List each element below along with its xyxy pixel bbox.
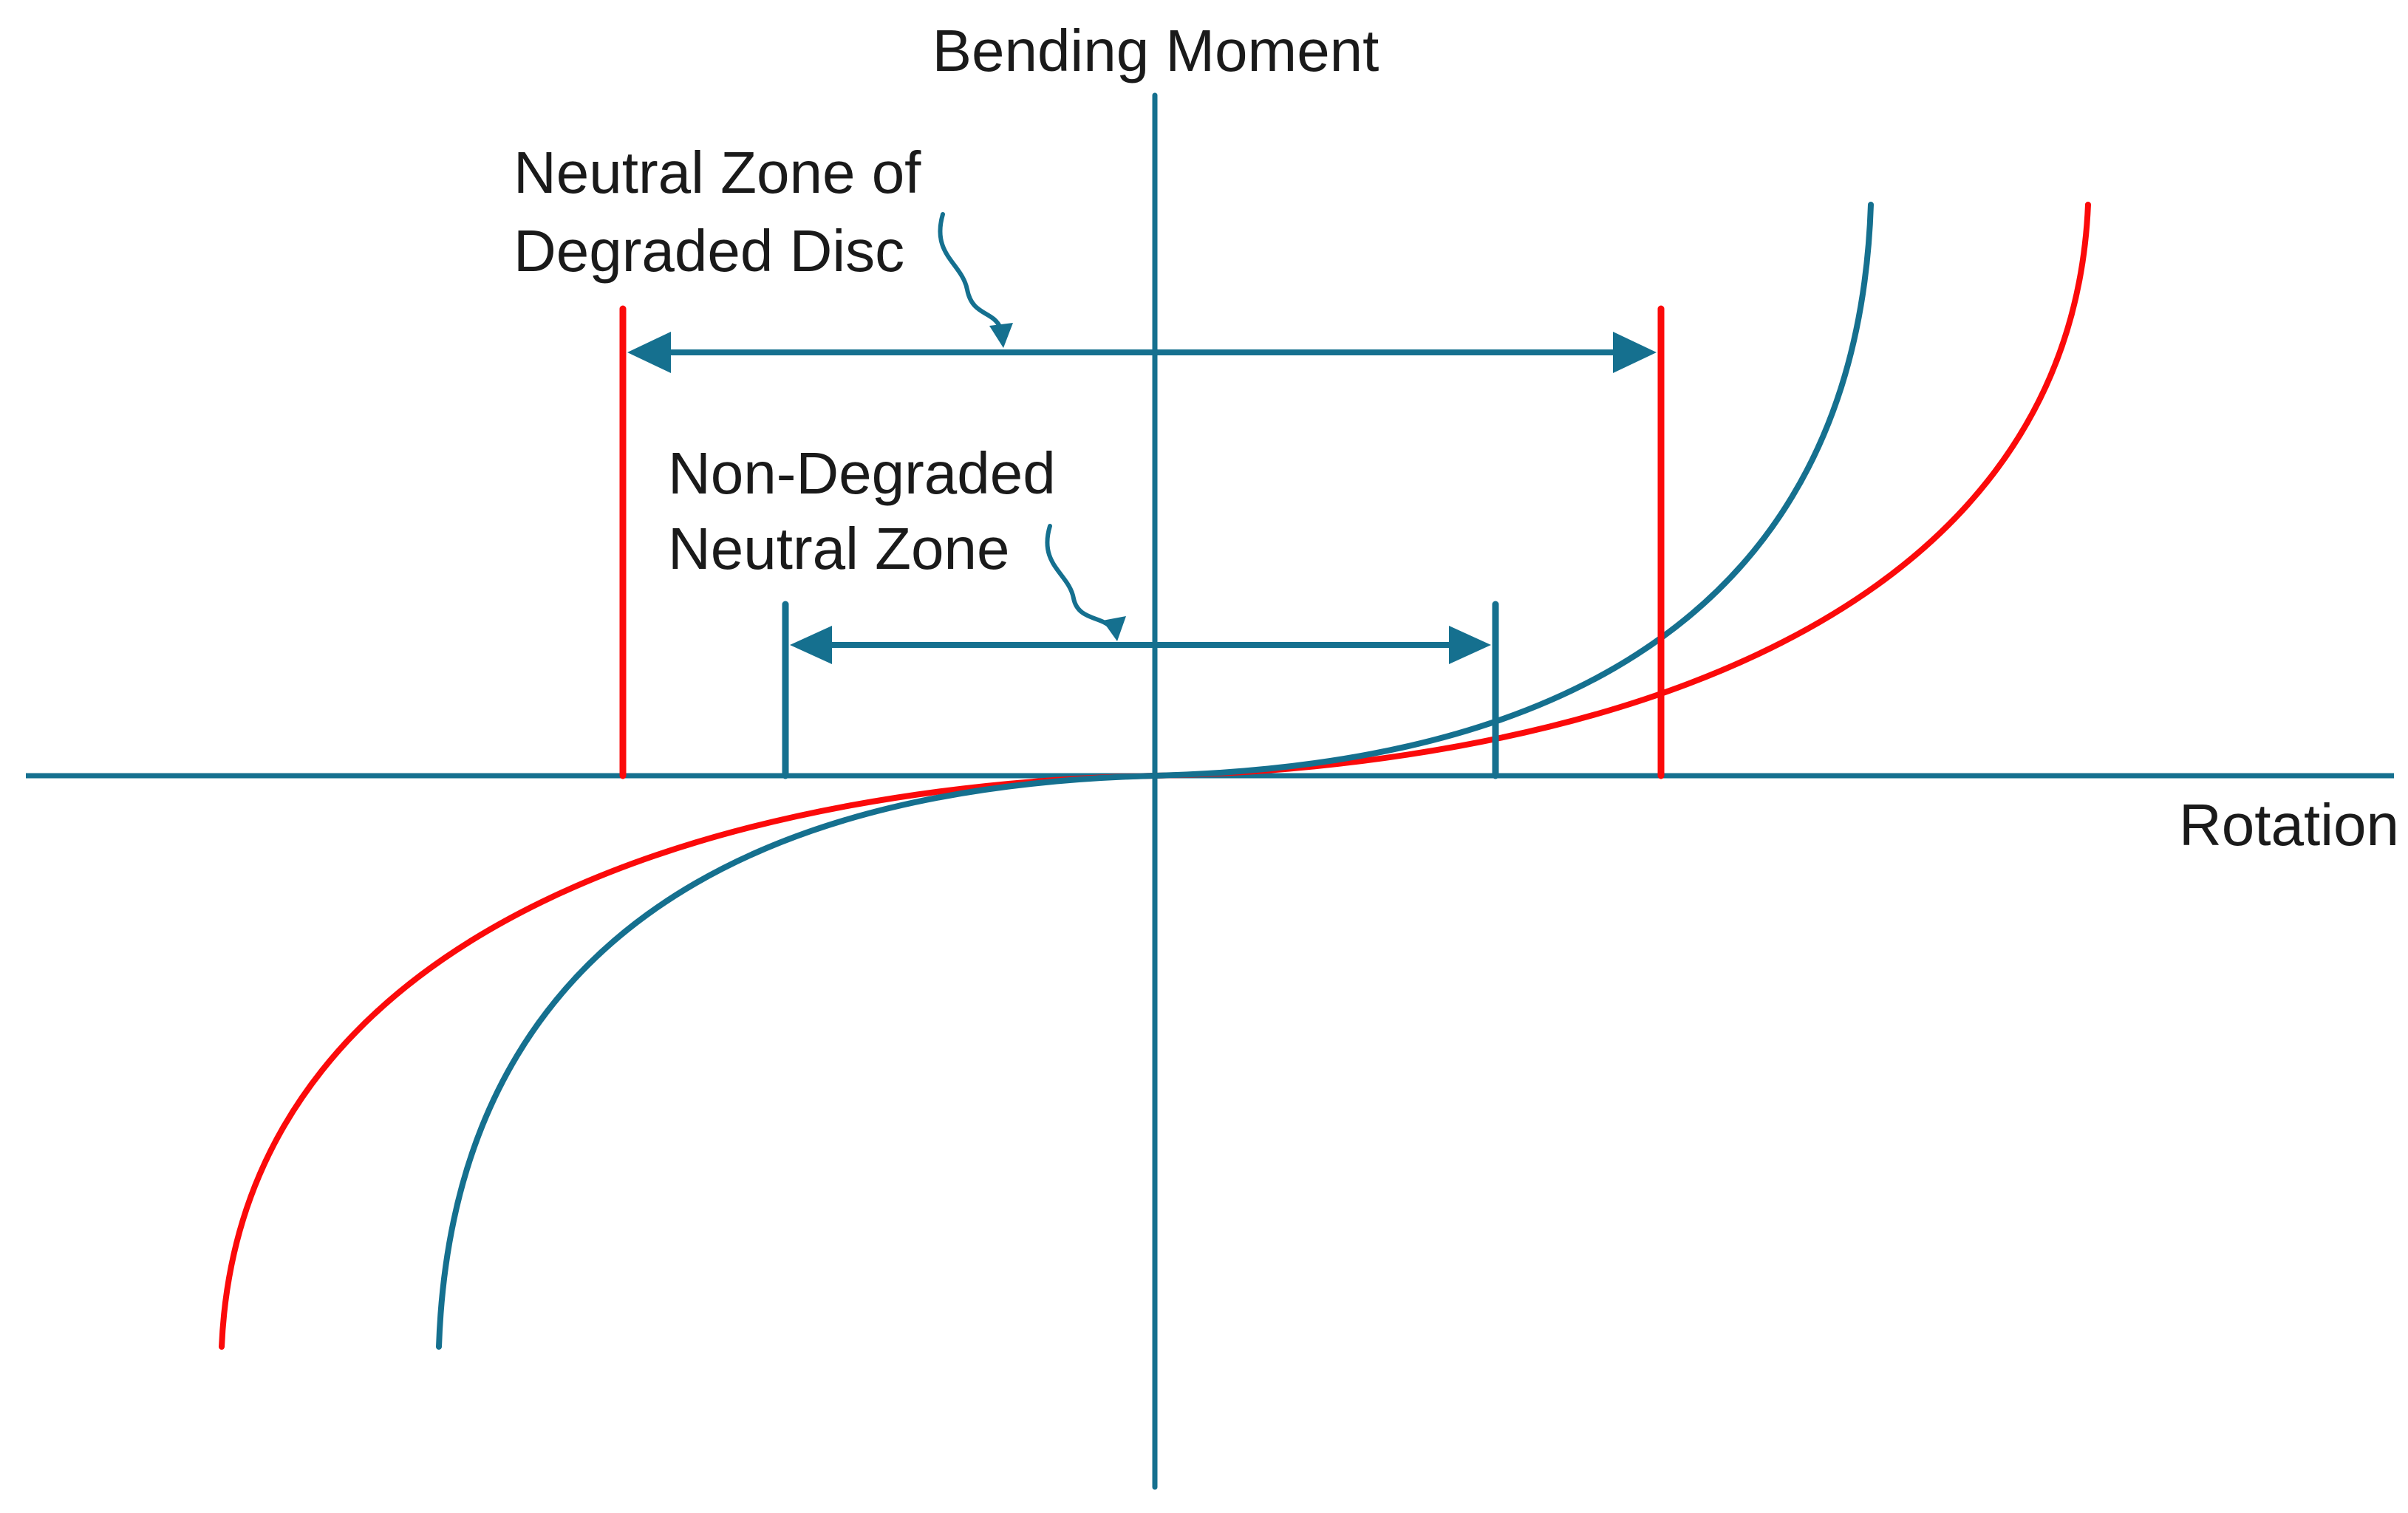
degraded-zone-label: Neutral Zone of Degraded Disc <box>514 140 921 284</box>
arrowhead-down-icon <box>989 323 1013 348</box>
non-degraded-zone-label-line2: Neutral Zone <box>668 516 1009 581</box>
non-degraded-disc-curve <box>436 202 1874 1350</box>
non-degraded-zone-label: Non-Degraded Neutral Zone <box>668 440 1056 581</box>
leader-curve <box>1045 524 1113 630</box>
non-degraded-zone-span-arrow <box>790 626 1491 664</box>
leader-curve <box>938 212 1003 330</box>
chart-title: Bending Moment <box>932 18 1379 83</box>
arrowhead-left-icon <box>627 332 671 373</box>
degraded-zone-span-arrow <box>627 332 1657 373</box>
arrowhead-right-icon <box>1449 626 1491 664</box>
degraded-zone-label-line2: Degraded Disc <box>514 218 904 284</box>
degraded-zone-label-line1: Neutral Zone of <box>514 140 921 205</box>
non-degraded-label-leader-arrow <box>1045 524 1126 641</box>
non-degraded-zone-label-line1: Non-Degraded <box>668 440 1056 506</box>
degraded-label-leader-arrow <box>938 212 1013 348</box>
arrowhead-down-icon <box>1102 616 1126 641</box>
x-axis-label: Rotation <box>2179 792 2399 858</box>
arrowhead-left-icon <box>790 626 832 664</box>
arrowhead-right-icon <box>1613 332 1657 373</box>
